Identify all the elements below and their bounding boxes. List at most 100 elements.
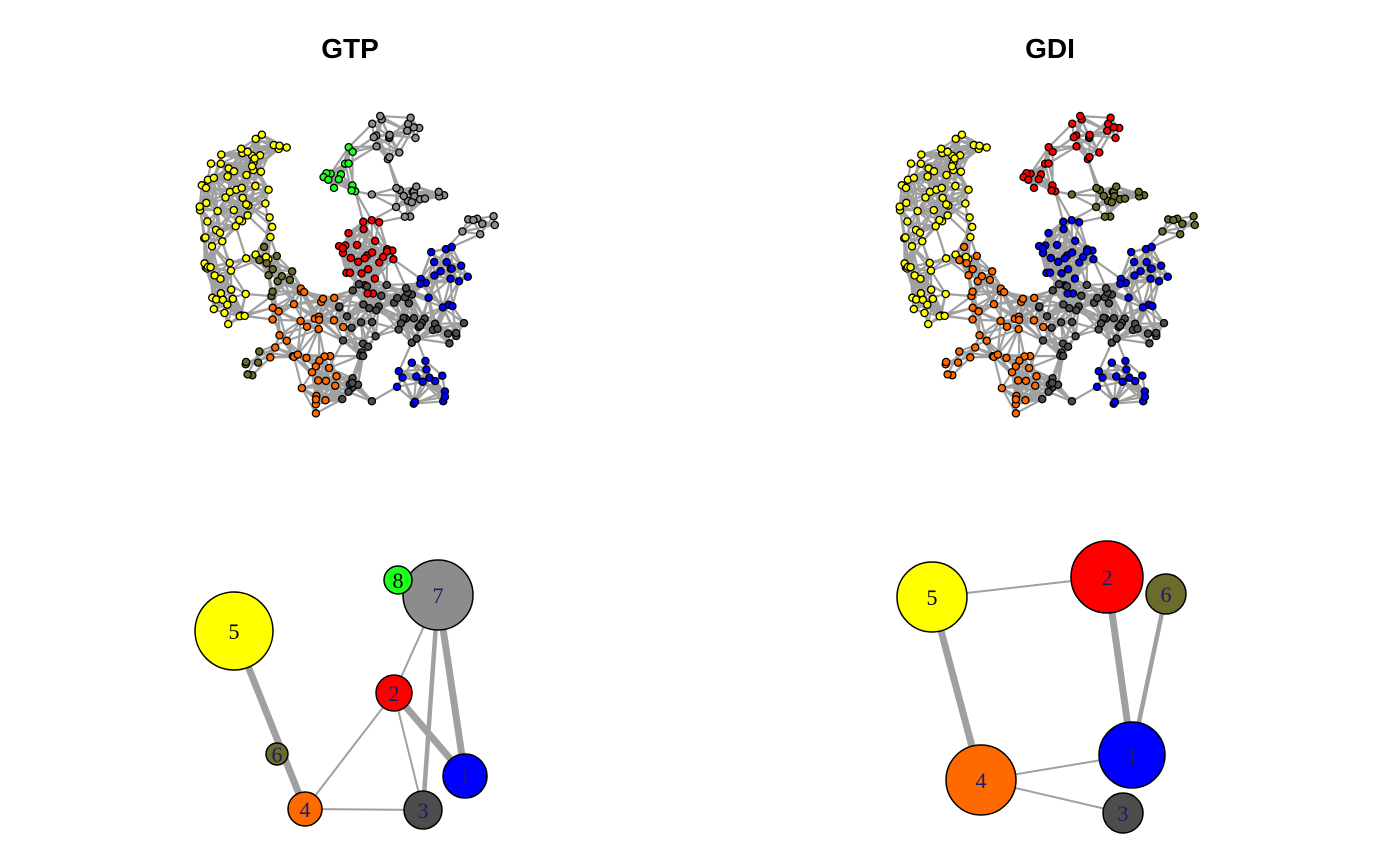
gdi-network-edge bbox=[1114, 380, 1136, 403]
gtp-network-node bbox=[352, 240, 362, 250]
gtp-network-node bbox=[247, 162, 257, 171]
gtp-network-edge bbox=[437, 322, 465, 330]
gtp-network-node bbox=[469, 215, 478, 225]
gdi-network-node bbox=[1178, 219, 1187, 229]
gtp-network-node bbox=[404, 299, 414, 308]
gtp-network-node bbox=[412, 334, 421, 343]
gtp-network-edge bbox=[389, 133, 416, 140]
gtp-network-node bbox=[342, 312, 352, 321]
gdi-network-edge bbox=[912, 177, 919, 212]
gdi-network-node bbox=[1124, 293, 1133, 302]
gdi-network-edge bbox=[992, 356, 1003, 389]
gdi-network-node bbox=[943, 370, 952, 379]
gtp-network-node bbox=[334, 175, 343, 184]
gtp-network-edge bbox=[388, 130, 409, 158]
gdi-network-node bbox=[982, 143, 991, 152]
gtp-network-node bbox=[338, 336, 348, 345]
gtp-network-edge bbox=[345, 290, 354, 317]
gdi-network-node bbox=[1098, 373, 1107, 382]
gdi-network-node bbox=[941, 254, 951, 263]
gtp-network-edge bbox=[386, 158, 398, 189]
gdi-network-edge bbox=[945, 292, 972, 298]
gdi-network-node bbox=[1056, 318, 1066, 327]
gdi-network-edge bbox=[932, 170, 944, 199]
gtp-community-label-4: 4 bbox=[300, 797, 311, 822]
gtp-network-node bbox=[368, 119, 377, 128]
gtp-network-node bbox=[253, 358, 263, 367]
gdi-network-node bbox=[1115, 321, 1125, 330]
gdi-network-node bbox=[1169, 215, 1178, 225]
gdi-network-node bbox=[902, 198, 911, 208]
gtp-network-edge bbox=[396, 297, 415, 319]
gdi-network-node bbox=[985, 275, 995, 285]
gdi-network-edge bbox=[1151, 233, 1181, 249]
gdi-community-node-6 bbox=[1145, 573, 1187, 615]
gdi-network-edge bbox=[930, 270, 947, 295]
gtp-network-node bbox=[329, 293, 339, 303]
gtp-network-node bbox=[272, 251, 282, 261]
gtp-network-node bbox=[410, 397, 420, 407]
gtp-network-node bbox=[302, 353, 311, 363]
gtp-network-node bbox=[311, 409, 321, 418]
gdi-network-edge bbox=[992, 303, 1008, 328]
gdi-network-edge bbox=[1137, 322, 1165, 330]
gdi-network-node bbox=[923, 319, 933, 329]
gtp-network-node bbox=[367, 215, 376, 225]
gdi-network-node bbox=[1118, 377, 1127, 386]
gtp-network-edge bbox=[371, 206, 397, 222]
gdi-network-node bbox=[1048, 286, 1058, 295]
gdi-network-edge bbox=[1048, 145, 1078, 165]
gtp-network-edge bbox=[244, 295, 273, 317]
gtp-network-node bbox=[367, 248, 377, 257]
gtp-network-node bbox=[363, 289, 372, 298]
gdi-network-node bbox=[1029, 183, 1039, 193]
gtp-network-edge bbox=[292, 303, 308, 328]
gdi-network-node bbox=[1060, 254, 1070, 263]
gdi-network-node bbox=[1021, 376, 1031, 386]
gdi-network-edge bbox=[1018, 328, 1044, 342]
gdi-network-node bbox=[1130, 271, 1139, 280]
gdi-network-node bbox=[956, 167, 966, 176]
gtp-network-node bbox=[406, 113, 415, 123]
gtp-network-node bbox=[264, 270, 273, 280]
gtp-network-node bbox=[296, 316, 305, 326]
gdi-network-node bbox=[1130, 376, 1140, 386]
gtp-network-node bbox=[459, 318, 469, 328]
gtp-network-node bbox=[443, 329, 453, 338]
gdi-network-edge bbox=[1097, 342, 1113, 372]
gtp-network-node bbox=[420, 194, 430, 203]
gtp-network-node bbox=[209, 173, 219, 183]
gtp-network-edge bbox=[318, 328, 344, 342]
gdi-network-edge bbox=[1074, 258, 1095, 280]
gdi-network-node bbox=[909, 304, 919, 314]
gdi-network-node bbox=[1038, 336, 1048, 345]
gdi-network-node bbox=[1057, 269, 1066, 278]
gdi-network-node bbox=[975, 141, 984, 150]
gdi-network-edge bbox=[1098, 368, 1127, 373]
gtp-network-node bbox=[363, 264, 373, 274]
gtp-community-node-5 bbox=[194, 591, 274, 671]
gdi-network-node bbox=[1107, 358, 1117, 367]
gdi-network-node bbox=[941, 289, 950, 299]
gtp-network-node bbox=[369, 132, 379, 142]
gtp-community-node-4 bbox=[287, 791, 323, 827]
gdi-community-node-4 bbox=[945, 744, 1017, 816]
gtp-network-node bbox=[338, 322, 348, 332]
gdi-network-edge bbox=[1054, 191, 1065, 223]
gdi-network-node bbox=[1072, 142, 1081, 151]
gtp-network-node bbox=[347, 323, 356, 332]
gdi-network-node bbox=[1072, 306, 1081, 315]
gdi-network-node bbox=[947, 162, 957, 171]
gtp-network-node bbox=[266, 232, 275, 242]
gdi-network-edge bbox=[1028, 354, 1061, 370]
gtp-network-edge bbox=[348, 232, 376, 242]
gtp-network-node bbox=[268, 264, 277, 274]
gtp-community-label-5: 5 bbox=[229, 619, 240, 644]
gdi-community-label-6: 6 bbox=[1161, 582, 1172, 607]
gdi-community-node-1 bbox=[1098, 721, 1166, 789]
gdi-network-edge bbox=[1003, 291, 1020, 318]
gtp-network-node bbox=[277, 272, 287, 281]
gtp-network-node bbox=[412, 182, 421, 191]
gtp-network-node bbox=[221, 193, 230, 202]
